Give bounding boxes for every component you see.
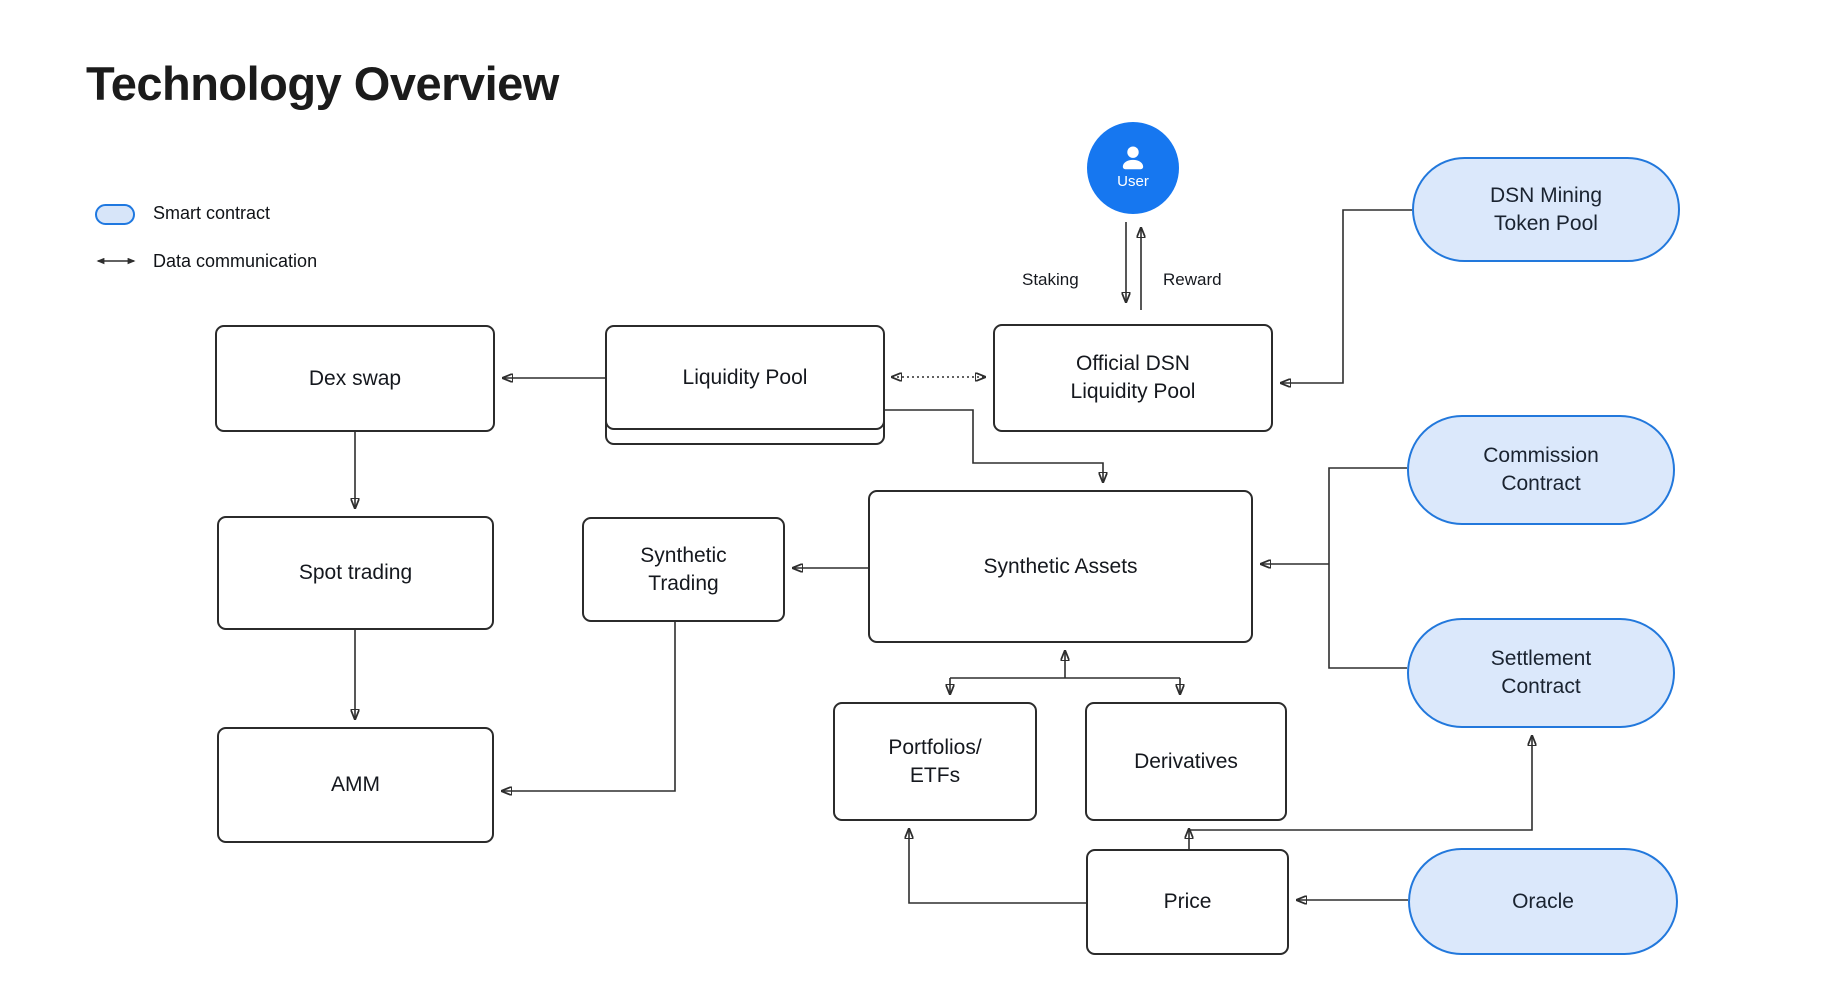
- page-title: Technology Overview: [86, 57, 559, 110]
- contract-oracle: Oracle: [1408, 848, 1678, 955]
- node-liquidity-pool: Liquidity Pool: [605, 325, 885, 430]
- legend-smart-contract-label: Smart contract: [153, 203, 271, 223]
- edge-contracts-bracket: [1328, 467, 1407, 669]
- edge-dsnmining-to-officialdsn: [1281, 209, 1412, 383]
- user-icon: [1122, 146, 1144, 170]
- user-node: User: [1087, 122, 1179, 214]
- node-spot-trading: Spot trading: [217, 516, 494, 630]
- contract-dsn-mining-token-pool: DSN Mining Token Pool: [1412, 157, 1680, 262]
- node-amm: AMM: [217, 727, 494, 843]
- user-label: User: [1117, 173, 1149, 190]
- staking-label: Staking: [1022, 270, 1079, 289]
- reward-label: Reward: [1163, 270, 1222, 289]
- node-synthetic-assets: Synthetic Assets: [868, 490, 1253, 643]
- node-portfolios-etfs: Portfolios/ ETFs: [833, 702, 1037, 821]
- legend-data-communication-label: Data communication: [153, 251, 318, 271]
- node-official-dsn-liquidity-pool: Official DSN Liquidity Pool: [993, 324, 1273, 432]
- legend-data-communication-icon: [96, 257, 136, 265]
- edge-price-to-portfolios: [909, 829, 1086, 904]
- node-derivatives: Derivatives: [1085, 702, 1287, 821]
- node-synthetic-trading: Synthetic Trading: [582, 517, 785, 622]
- contract-settlement: Settlement Contract: [1407, 618, 1675, 728]
- contract-commission: Commission Contract: [1407, 415, 1675, 525]
- edge-liquiditypool-to-syntheticassets: [885, 409, 1103, 482]
- edge-synthetictrading-to-amm: [502, 622, 676, 791]
- node-price: Price: [1086, 849, 1289, 955]
- edge-price-to-settlement: [1189, 736, 1532, 831]
- node-dex-swap: Dex swap: [215, 325, 495, 432]
- legend-smart-contract-swatch: [95, 204, 135, 225]
